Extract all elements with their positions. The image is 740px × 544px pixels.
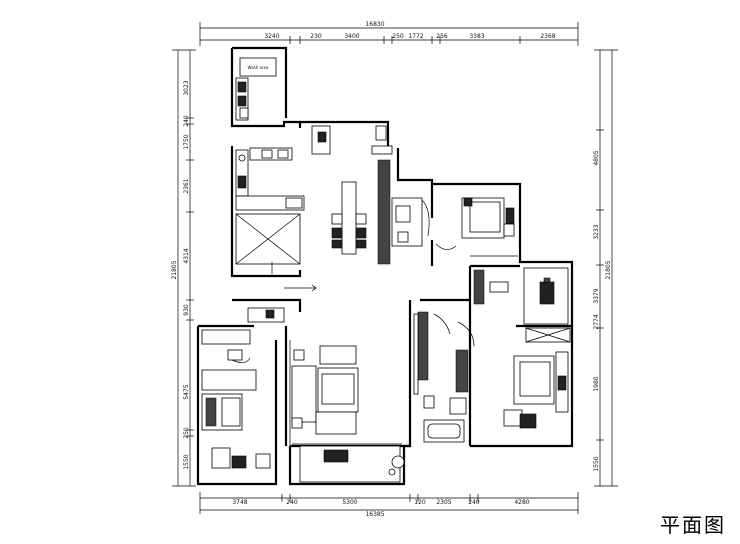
bedroom-left: [201, 307, 285, 469]
bottom-dim-5: 2305: [436, 499, 451, 506]
walls: [196, 46, 574, 486]
top-dim-3: 3400: [344, 33, 359, 40]
bottom-dim-3: 5300: [342, 499, 357, 506]
top-dim-5: 1772: [408, 33, 423, 40]
bottom-dim-7: 4280: [514, 499, 529, 506]
left-dimension-lines: 3023 240 1750 2361 4314 930 5475 250 155…: [171, 49, 196, 487]
right-dim-3: 3379: [593, 288, 600, 303]
bedroom-bottom-right: [457, 321, 569, 429]
bottom-dimension-lines: 3748 240 5300 120 2305 240 4280 16385: [199, 492, 579, 518]
left-dim-2: 240: [183, 115, 190, 127]
left-dim-4: 2361: [183, 178, 190, 193]
left-dim-8: 250: [183, 427, 190, 439]
right-dim-4: 2774: [593, 314, 600, 329]
top-dim-4: 250: [392, 33, 404, 40]
bottom-total-dimension: 16385: [365, 511, 384, 518]
top-dim-7: 3383: [469, 33, 484, 40]
bottom-dim-4: 120: [414, 499, 426, 506]
top-dim-8: 2368: [540, 33, 555, 40]
top-dim-2: 230: [310, 33, 322, 40]
left-dim-3: 1750: [183, 134, 190, 149]
living-room: [289, 340, 405, 483]
study-room: [473, 267, 571, 343]
bathrooms: [413, 311, 469, 443]
kitchen: [235, 147, 305, 274]
top-dim-6: 256: [436, 33, 448, 40]
bottom-dim-1: 3748: [232, 499, 247, 506]
left-dim-1: 3023: [183, 80, 190, 95]
left-dim-5: 4314: [183, 248, 190, 263]
top-dimension-lines: 16830 3240 230 3400 250 1772 256 3383 23…: [199, 21, 579, 46]
plan-title: 平面图: [660, 513, 726, 537]
top-dim-1: 3240: [264, 33, 279, 40]
left-dim-7: 5475: [183, 384, 190, 399]
right-dim-6: 1550: [593, 456, 600, 471]
left-dim-6: 930: [183, 304, 190, 316]
right-dim-5: 1980: [593, 376, 600, 391]
dining: [284, 181, 367, 292]
washer-label: Wash area: [248, 65, 270, 70]
left-total-dimension: 21805: [171, 260, 178, 279]
bottom-dim-2: 240: [286, 499, 298, 506]
utility-balcony: Wash area: [235, 57, 277, 121]
right-dim-1: 4805: [593, 150, 600, 165]
right-dim-2: 3233: [593, 224, 600, 239]
right-dimension-lines: 4805 3233 3379 2774 1980 1550 21805: [593, 49, 618, 487]
right-total-dimension: 21805: [605, 260, 612, 279]
bottom-dim-6: 240: [468, 499, 480, 506]
left-dim-9: 1550: [183, 454, 190, 469]
entry-cabinet: [311, 125, 430, 265]
bedroom-top-right: [435, 197, 518, 257]
top-total-dimension: 16830: [365, 21, 384, 28]
